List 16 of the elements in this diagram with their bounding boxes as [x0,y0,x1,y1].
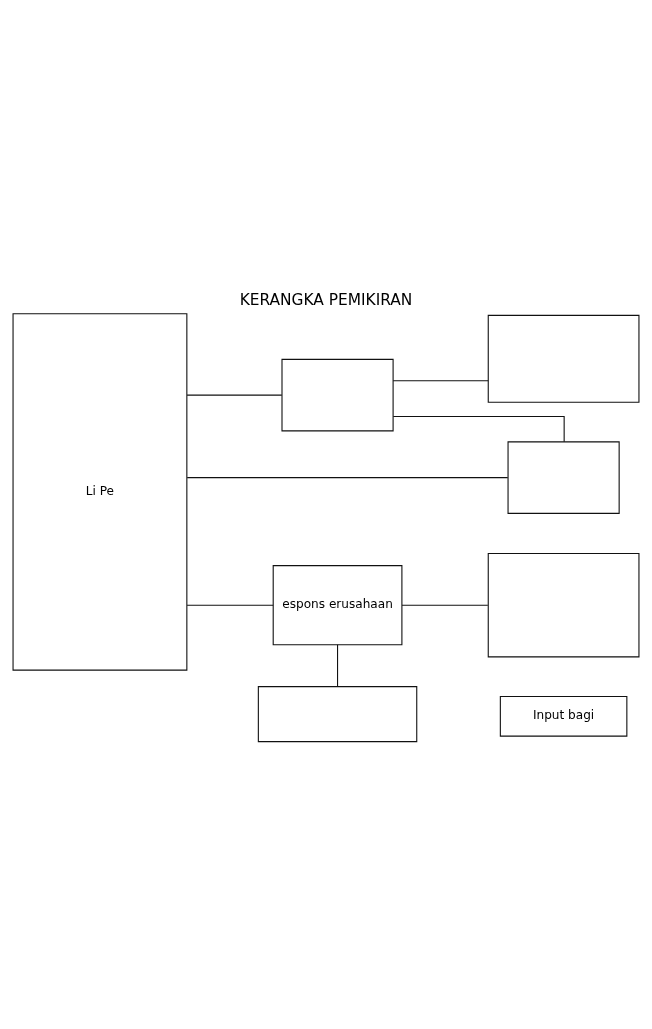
diagram-title: KERANGKA PEMIKIRAN [239,290,413,309]
node-box: Li Pe [12,312,188,671]
connector [186,394,283,396]
node-box: Input bagi [499,695,628,737]
connector [337,643,339,687]
node-box: espons erusahaan [272,564,403,645]
connector [392,415,565,442]
node-box [487,552,640,657]
node-box [487,314,640,403]
node-box [507,440,620,514]
node-box [257,685,418,742]
connector [392,379,489,381]
connector [186,604,274,606]
node-box [281,358,394,431]
connector [186,476,509,478]
connector [401,604,489,606]
